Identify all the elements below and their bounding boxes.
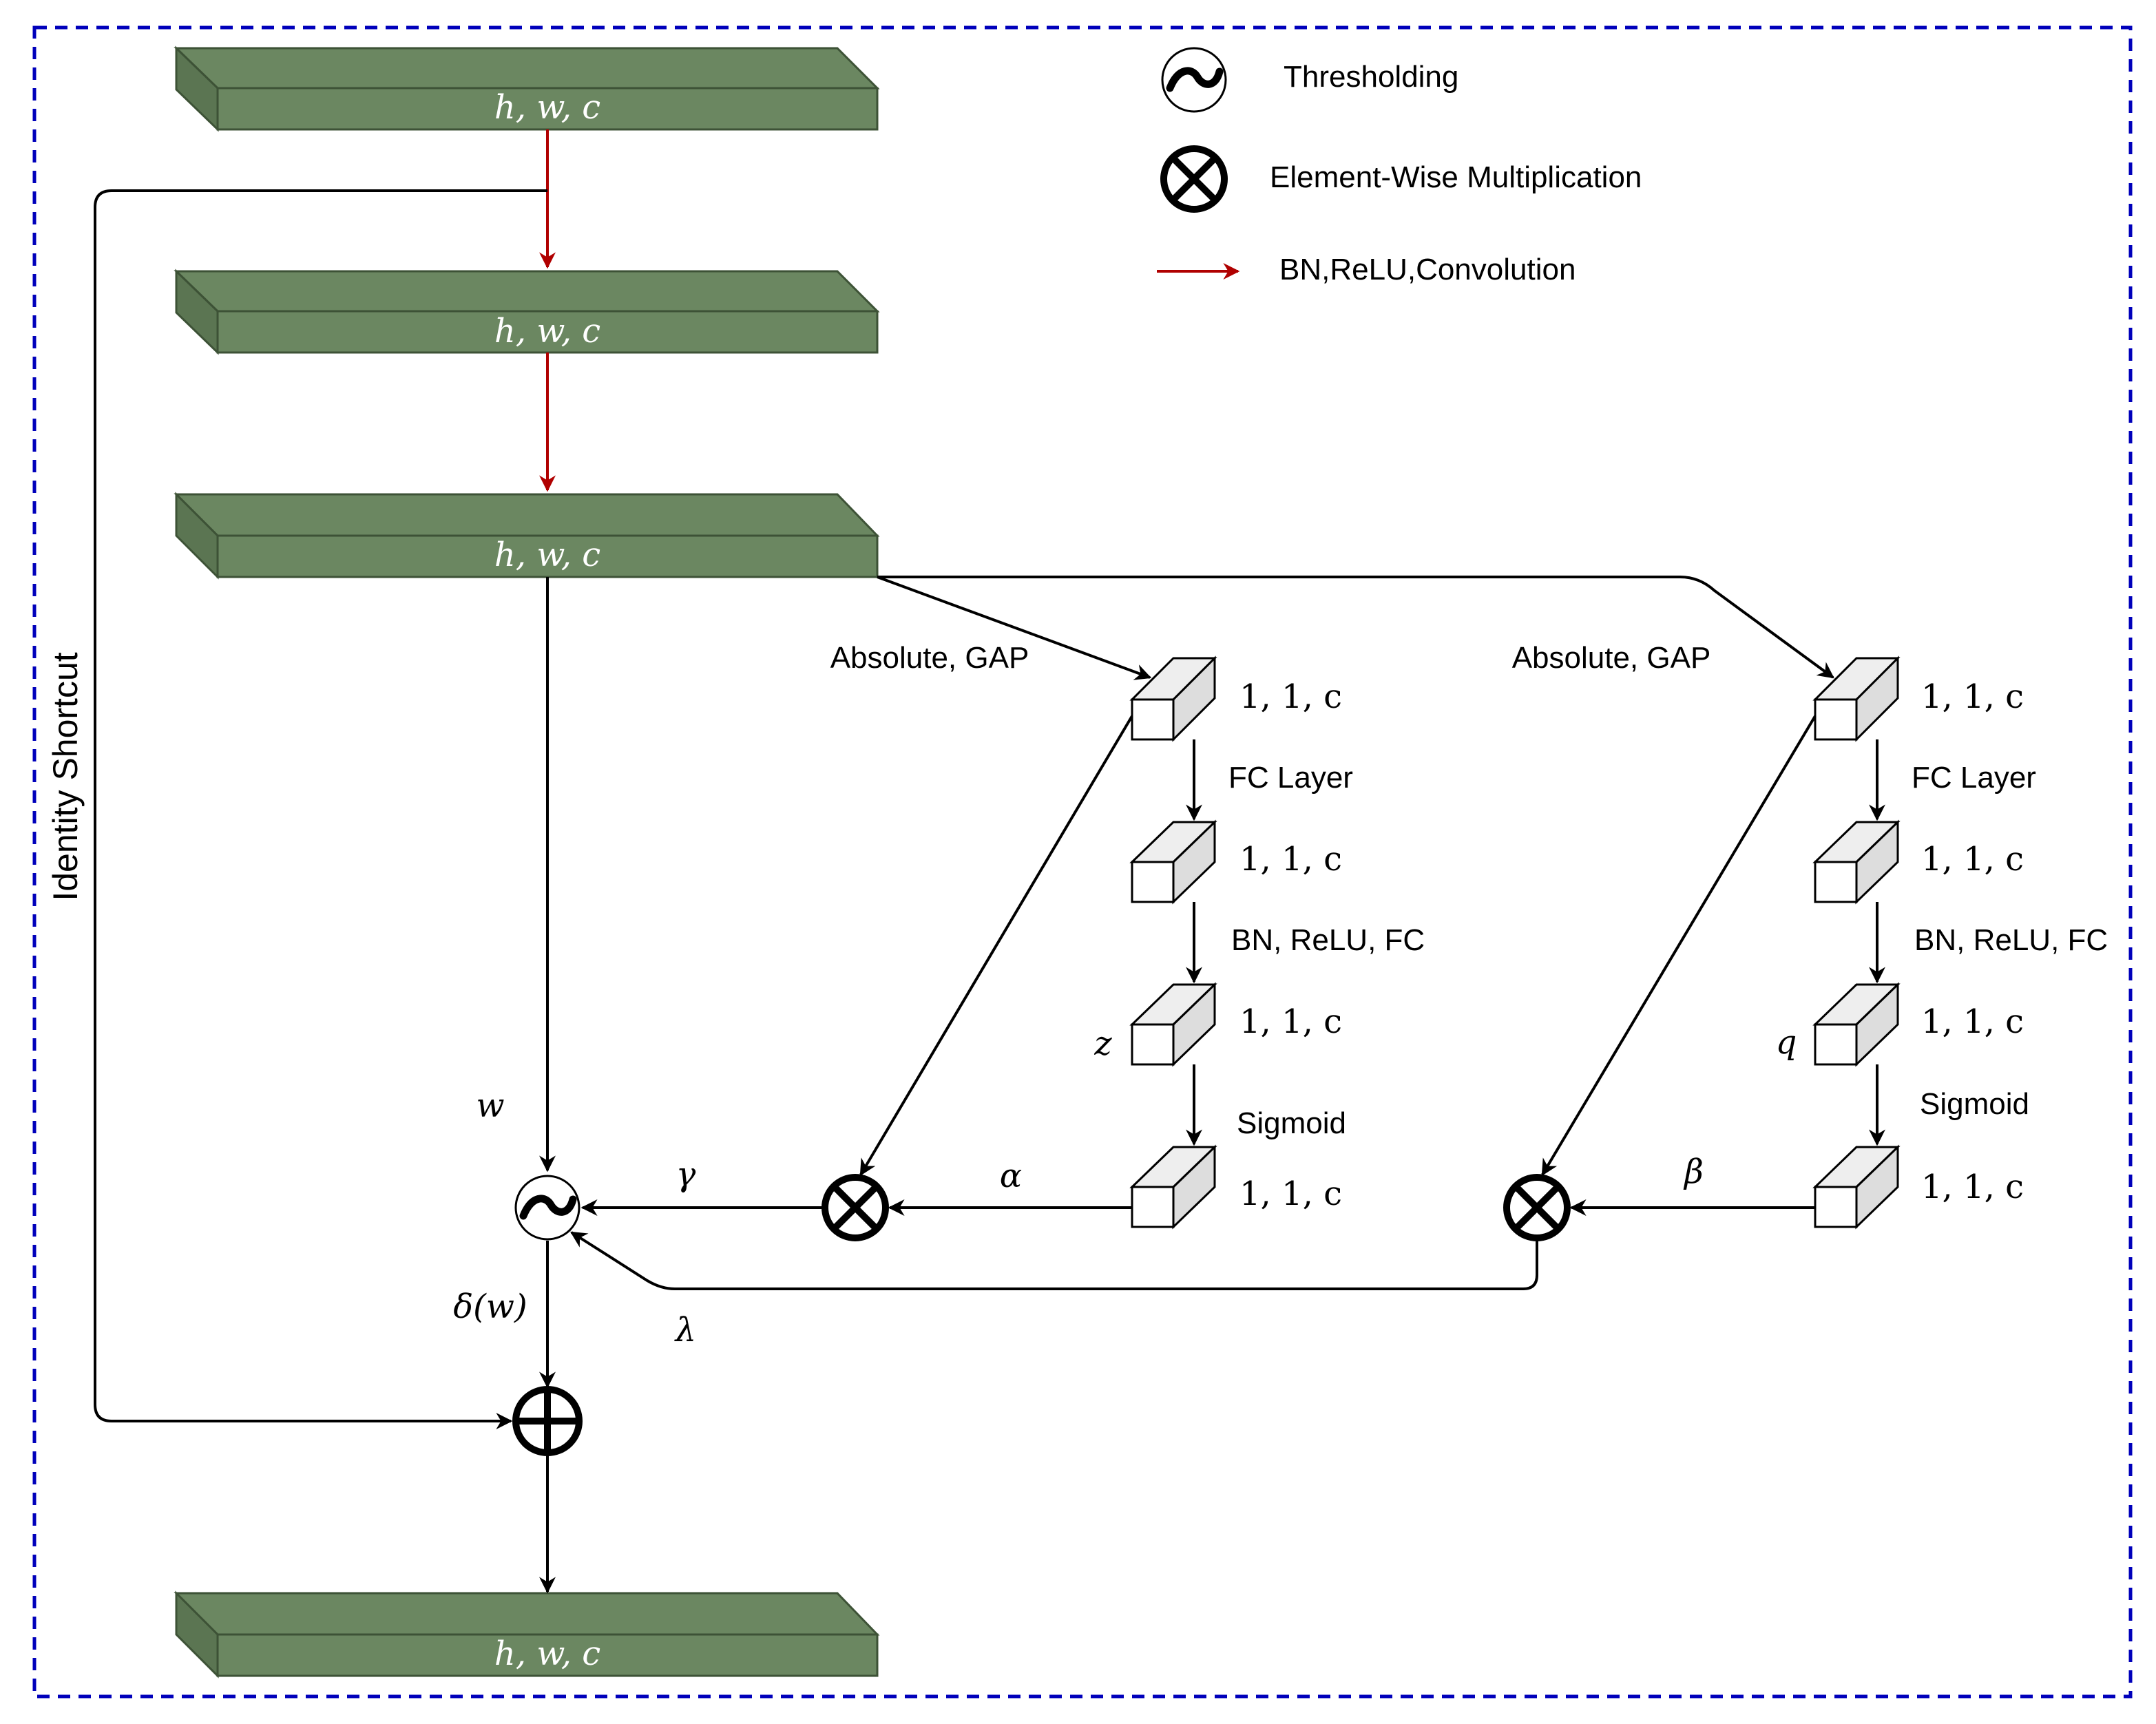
feature-map-output: h, w, c — [174, 1590, 880, 1679]
diag-arrow-left — [859, 715, 1133, 1177]
legend-conv-label: BN,ReLU,Convolution — [1279, 253, 1576, 286]
legend-multiplication-icon — [1160, 145, 1228, 213]
w-label: w — [476, 1086, 504, 1125]
alpha-label: α — [1000, 1157, 1022, 1195]
beta-label: β — [1683, 1153, 1704, 1191]
lambda-label: λ — [674, 1311, 696, 1349]
legend-thresholding-label: Thresholding — [1284, 60, 1458, 94]
feature-map-input: h, w, c — [174, 45, 880, 132]
dim-right-3: 1, 1, c — [1921, 1002, 2024, 1041]
legend: Thresholding Element-Wise Multiplication… — [1157, 47, 1642, 286]
gap-label-right: Absolute, GAP — [1512, 641, 1711, 675]
lambda-arrow — [569, 1231, 1538, 1290]
bn-relu-fc-label-right: BN, ReLU, FC — [1914, 923, 2108, 957]
dim-right-1: 1, 1, c — [1921, 677, 2024, 716]
fc-label-left: FC Layer — [1228, 761, 1353, 795]
z-label: z — [1093, 1024, 1112, 1063]
cube-left-2 — [1129, 819, 1217, 905]
diag-arrow-right — [1541, 715, 1817, 1177]
delta-w-label: δ(w) — [453, 1287, 527, 1326]
gamma-label: γ — [676, 1155, 696, 1194]
thresholding-node — [514, 1175, 580, 1241]
cube-right-1 — [1812, 655, 1901, 742]
dim-right-4: 1, 1, c — [1921, 1168, 2024, 1206]
sum-node — [512, 1386, 583, 1456]
dim-left-1: 1, 1, c — [1239, 677, 1342, 716]
feature-map-conv1: h, w, c — [174, 269, 880, 355]
identity-shortcut-label: Identity Shortcut — [46, 652, 85, 901]
multiply-node-left — [821, 1174, 889, 1241]
feature-map-input-label: h, w, c — [494, 88, 600, 127]
dim-left-2: 1, 1, c — [1239, 840, 1342, 879]
cube-left-3 — [1129, 982, 1217, 1067]
q-label: q — [1776, 1023, 1797, 1062]
gap-arrow-right — [877, 576, 1834, 679]
sigmoid-label-right: Sigmoid — [1920, 1087, 2029, 1121]
cube-right-2 — [1812, 819, 1901, 905]
sigmoid-label-left: Sigmoid — [1237, 1106, 1346, 1140]
feature-map-conv2: h, w, c — [174, 492, 880, 580]
cube-right-3 — [1812, 982, 1901, 1067]
dim-left-4: 1, 1, c — [1239, 1175, 1342, 1213]
fc-label-right: FC Layer — [1912, 761, 2036, 795]
gap-label-left: Absolute, GAP — [830, 641, 1029, 675]
feature-map-conv1-label: h, w, c — [494, 312, 600, 350]
dim-right-2: 1, 1, c — [1921, 840, 2024, 879]
cube-left-1 — [1129, 655, 1217, 742]
cube-left-4 — [1129, 1144, 1217, 1230]
outer-frame — [32, 25, 2133, 1699]
gap-arrow-left — [877, 576, 1152, 680]
dim-left-3: 1, 1, c — [1239, 1002, 1342, 1041]
legend-multiplication-label: Element-Wise Multiplication — [1270, 160, 1642, 194]
identity-shortcut-path — [94, 189, 547, 1429]
legend-thresholding-icon — [1161, 47, 1227, 113]
multiply-node-right — [1503, 1174, 1571, 1241]
cube-right-4 — [1812, 1144, 1901, 1230]
feature-map-output-label: h, w, c — [494, 1634, 600, 1673]
feature-map-conv2-label: h, w, c — [494, 536, 600, 574]
bn-relu-fc-label-left: BN, ReLU, FC — [1231, 923, 1425, 957]
